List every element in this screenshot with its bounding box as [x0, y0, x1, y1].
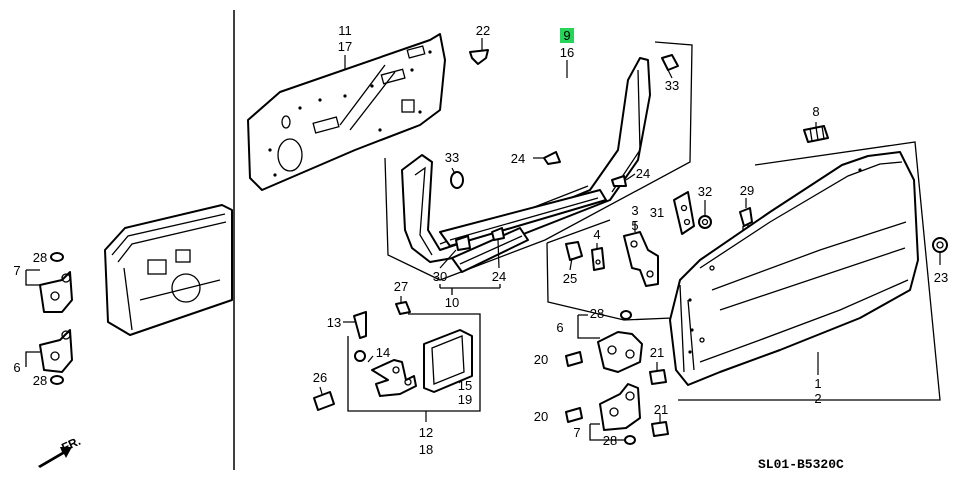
part-31-striker — [673, 191, 695, 235]
clip-24-a — [543, 151, 561, 165]
diagram-code: SL01-B5320C — [758, 457, 844, 472]
clip-22 — [469, 49, 489, 65]
hinge-lower — [599, 383, 641, 431]
clip-30 — [455, 235, 471, 251]
label-1: 1 — [814, 376, 821, 391]
clip-33-upper — [661, 54, 679, 71]
bolt-20a — [565, 351, 583, 367]
part-4-bracket — [591, 247, 605, 271]
label-28: 28 — [590, 306, 604, 321]
label-26: 26 — [313, 370, 327, 385]
label-30: 30 — [433, 269, 447, 284]
label-19: 19 — [458, 392, 472, 407]
nut-28d — [624, 435, 636, 445]
clip-24-c — [491, 227, 505, 241]
label-24: 24 — [636, 166, 650, 181]
label-11: 11 — [338, 23, 352, 38]
car-body-inset — [104, 204, 233, 336]
label-2: 2 — [814, 391, 821, 406]
part-26-bolt — [313, 391, 335, 411]
label-6: 6 — [556, 320, 563, 335]
label-3: 3 — [631, 203, 638, 218]
nut-28a — [50, 252, 64, 262]
fr-label: FR. — [59, 434, 82, 455]
door-trim-panel — [247, 33, 446, 191]
label-32: 32 — [698, 184, 712, 199]
front-direction-arrow: FR. — [38, 434, 83, 468]
label-21: 21 — [650, 345, 664, 360]
label-16: 16 — [560, 45, 574, 60]
hinge-lower-inset — [39, 329, 73, 373]
label-20: 20 — [534, 409, 548, 424]
part-32-nut — [698, 215, 712, 229]
part-8-grommet — [803, 125, 829, 143]
part-13-rod — [353, 311, 367, 339]
label-28: 28 — [603, 433, 617, 448]
clip-24-b — [611, 175, 627, 187]
label-29: 29 — [740, 183, 754, 198]
label-33: 33 — [445, 150, 459, 165]
label-5: 5 — [631, 218, 638, 233]
bolt-20b — [565, 407, 583, 423]
label-12: 12 — [419, 425, 433, 440]
bolt-21b — [651, 421, 669, 437]
label-17: 17 — [338, 39, 352, 54]
part-3-5-checker — [623, 231, 659, 287]
label-28: 28 — [33, 250, 47, 265]
label-10: 10 — [445, 295, 459, 310]
label-24: 24 — [492, 269, 506, 284]
label-9: 9 — [563, 28, 570, 43]
door-sill-molding — [439, 189, 607, 247]
label-13: 13 — [327, 315, 341, 330]
part-25-bumper — [565, 241, 583, 261]
label-15: 15 — [458, 378, 472, 393]
part-29-bolt — [739, 207, 753, 234]
label-7: 7 — [13, 263, 20, 278]
label-23: 23 — [934, 270, 948, 285]
part-15-19-hinge-lower — [423, 329, 473, 393]
label-31: 31 — [650, 205, 664, 220]
label-24: 24 — [511, 151, 525, 166]
hinge-upper-inset — [39, 271, 73, 313]
part-23-plug — [932, 237, 948, 253]
label-22: 22 — [476, 23, 490, 38]
label-25: 25 — [563, 271, 577, 286]
hinge-upper — [597, 331, 643, 373]
label-18: 18 — [419, 442, 433, 457]
label-14: 14 — [376, 345, 390, 360]
door-panel — [669, 151, 919, 386]
part-27-clip — [395, 301, 411, 315]
highlight-9 — [560, 28, 574, 43]
part-14-hinge-upper — [354, 350, 417, 397]
label-7: 7 — [573, 425, 580, 440]
nut-28b — [50, 375, 64, 385]
bolt-21a — [649, 369, 667, 385]
label-4: 4 — [593, 227, 600, 242]
label-28: 28 — [33, 373, 47, 388]
label-6: 6 — [13, 360, 20, 375]
nut-28c — [620, 310, 632, 320]
label-27: 27 — [394, 279, 408, 294]
label-8: 8 — [812, 104, 819, 119]
label-33: 33 — [665, 78, 679, 93]
label-21: 21 — [654, 402, 668, 417]
clip-33-lower — [450, 171, 464, 189]
label-20: 20 — [534, 352, 548, 367]
